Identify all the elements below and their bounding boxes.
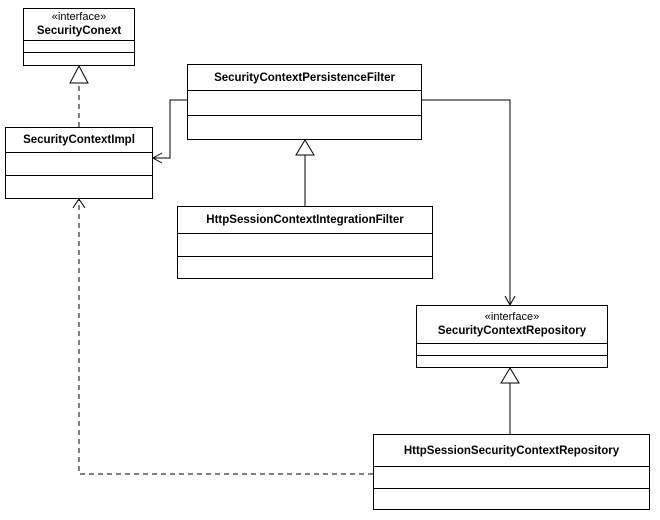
class-http-session-context-integration-filter: HttpSessionContextIntegrationFilter <box>177 206 433 279</box>
generalization-arrowhead-persistence <box>295 139 315 156</box>
class-header: HttpSessionSecurityContextRepository <box>374 435 649 467</box>
class-name: HttpSessionSecurityContextRepository <box>403 444 620 457</box>
class-header: «interface» SecurityConext <box>24 9 134 41</box>
class-name: HttpSessionContextIntegrationFilter <box>206 214 404 226</box>
class-header: SecurityContextPersistenceFilter <box>188 65 421 91</box>
class-security-context-impl: SecurityContextImpl <box>5 127 153 199</box>
generalization-arrowhead-repository <box>500 367 520 384</box>
class-name: SecurityConext <box>36 25 122 37</box>
association-filter-to-impl <box>153 99 187 159</box>
dependency-http-to-impl <box>78 199 373 475</box>
class-header: HttpSessionContextIntegrationFilter <box>178 207 432 234</box>
class-name: SecurityContextImpl <box>23 134 135 146</box>
operations-compartment <box>374 489 649 509</box>
stereotype-label: «interface» <box>484 311 540 323</box>
attributes-compartment <box>6 153 152 176</box>
class-header: SecurityContextImpl <box>6 128 152 153</box>
attributes-compartment <box>178 234 432 257</box>
operations-compartment <box>178 257 432 278</box>
attributes-compartment <box>188 91 421 116</box>
attributes-compartment <box>374 467 649 489</box>
realization-arrowhead-conext <box>69 64 89 84</box>
attributes-compartment <box>417 344 607 356</box>
operations-compartment <box>24 53 134 65</box>
class-security-conext: «interface» SecurityConext <box>23 8 135 66</box>
class-http-session-security-context-repository: HttpSessionSecurityContextRepository <box>373 434 650 510</box>
dependency-arrowhead-impl <box>72 198 86 209</box>
operations-compartment <box>6 176 152 198</box>
stereotype-label: «interface» <box>51 11 107 23</box>
association-filter-to-repository <box>422 99 511 305</box>
class-security-context-repository: «interface» SecurityContextRepository <box>416 305 608 368</box>
operations-compartment <box>188 116 421 139</box>
class-name: SecurityContextRepository <box>437 325 587 337</box>
class-security-context-persistence-filter: SecurityContextPersistenceFilter <box>187 64 422 140</box>
association-arrowhead-impl <box>151 152 163 164</box>
attributes-compartment <box>24 41 134 53</box>
operations-compartment <box>417 356 607 367</box>
class-header: «interface» SecurityContextRepository <box>417 306 607 344</box>
class-name: SecurityContextPersistenceFilter <box>214 71 395 84</box>
